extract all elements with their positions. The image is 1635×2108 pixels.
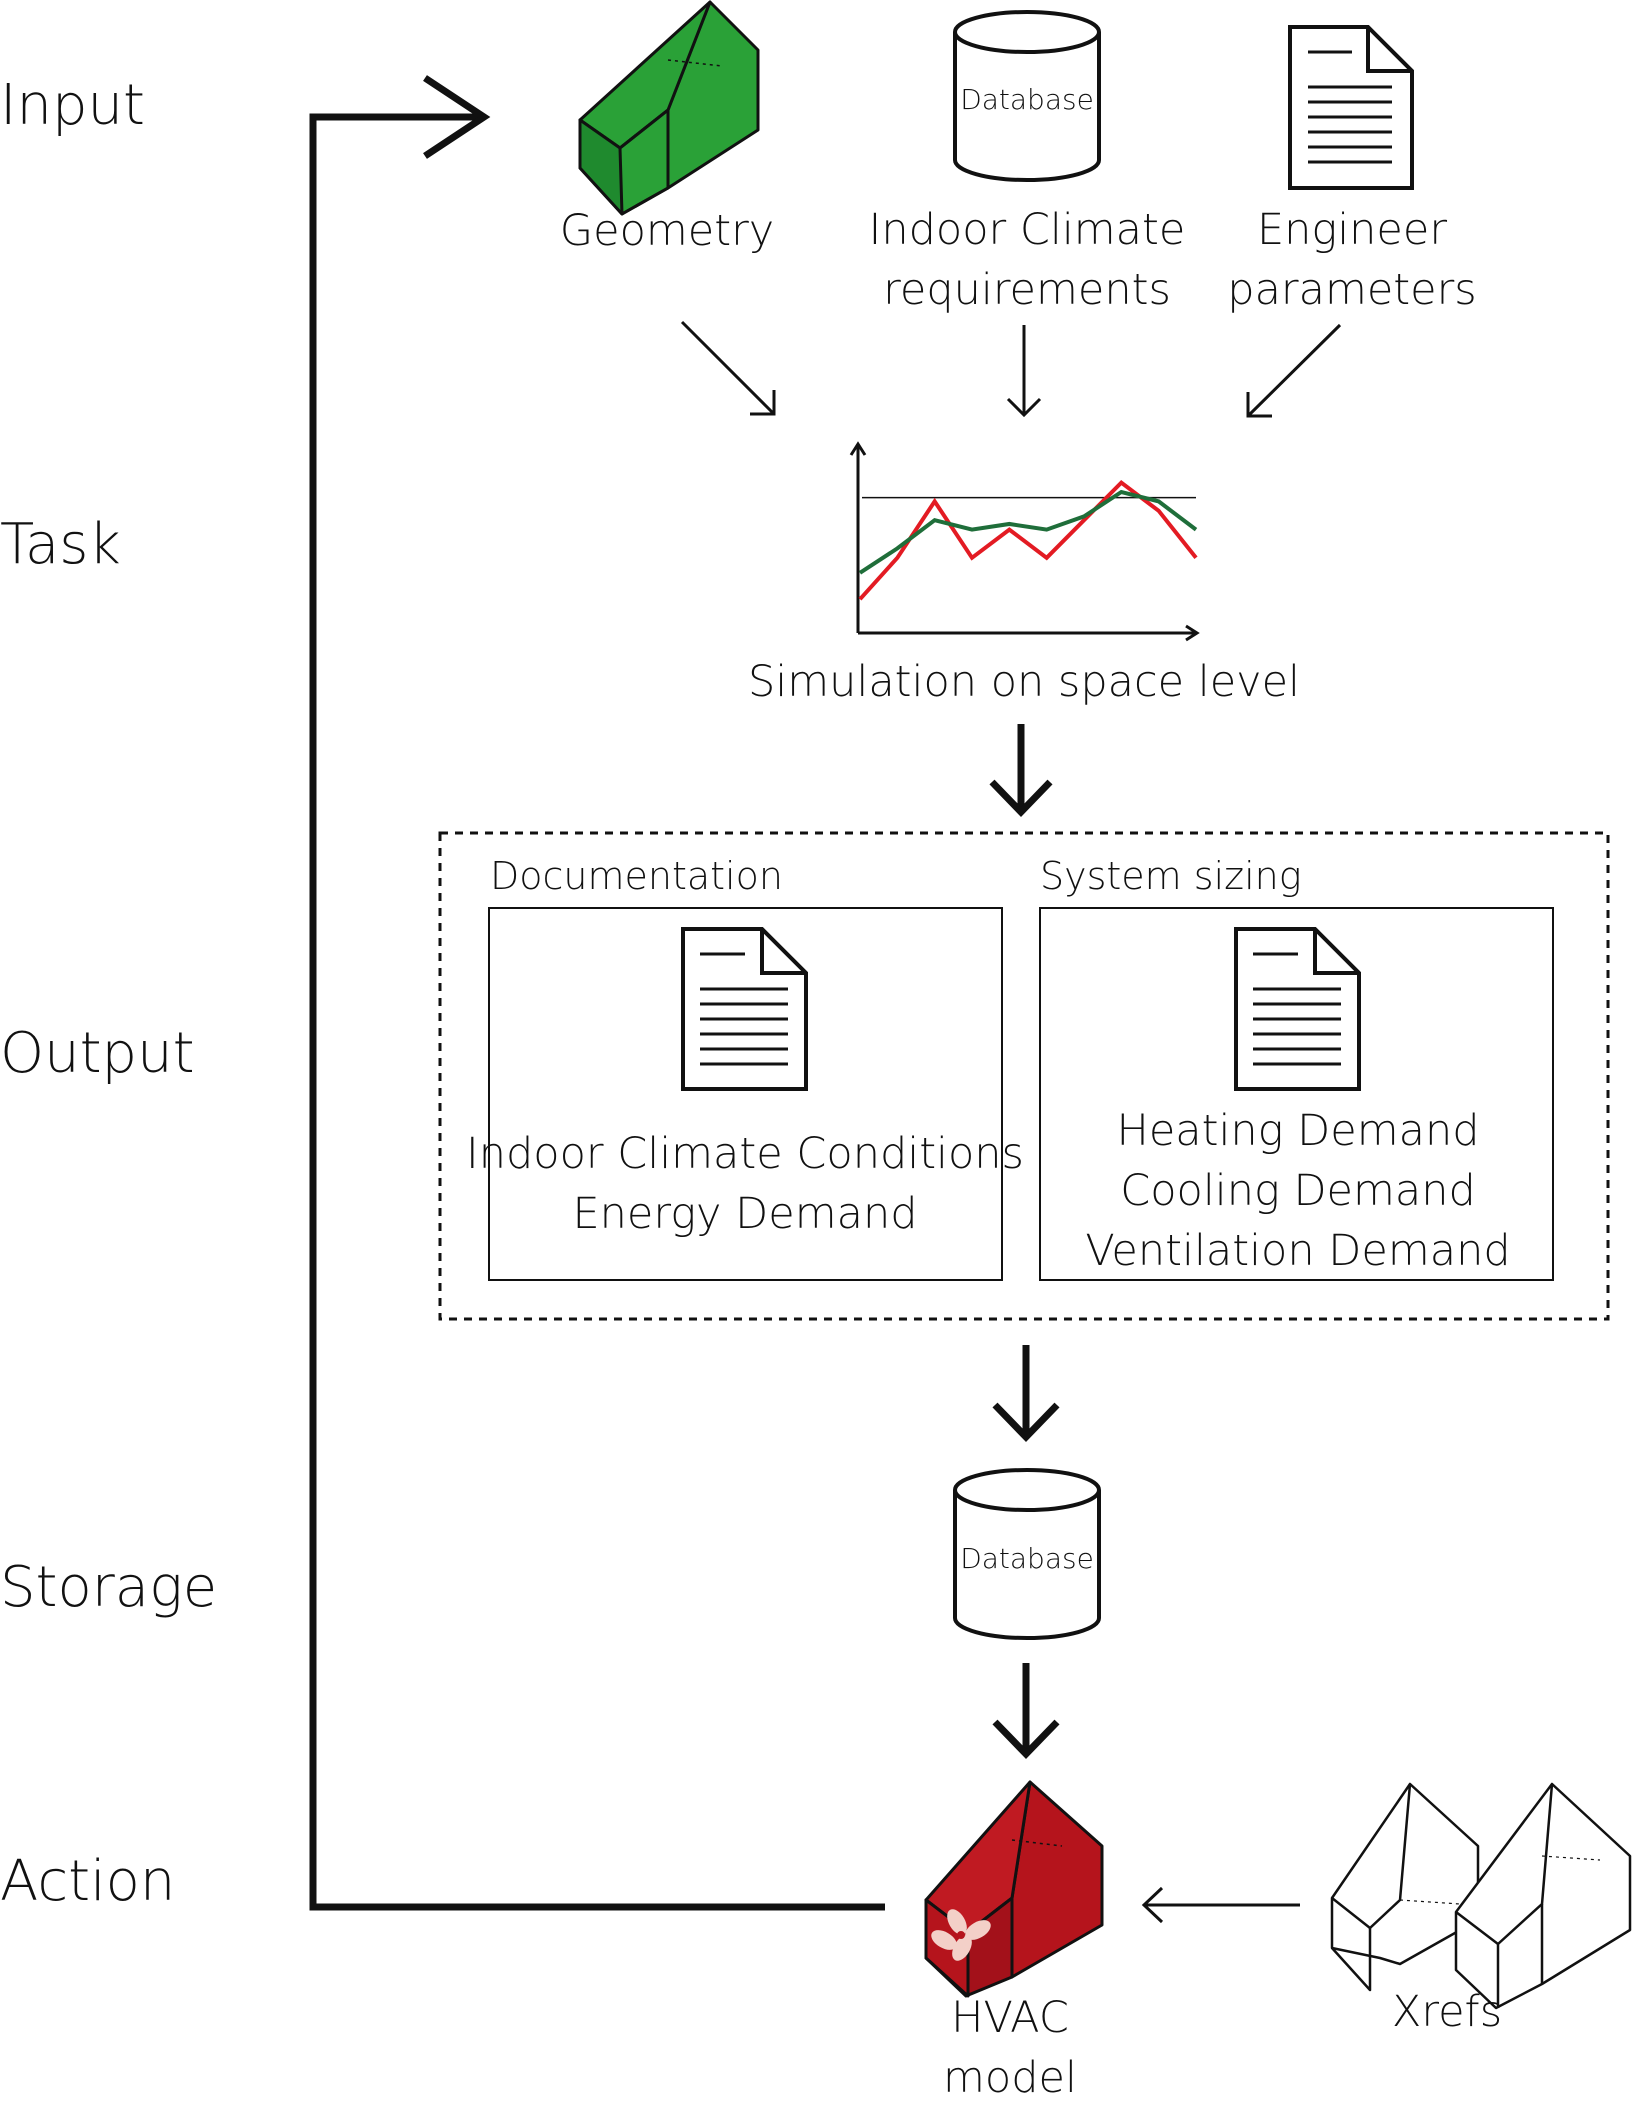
system-sizing-box xyxy=(1039,907,1554,1281)
xrefs-arrow xyxy=(1141,1886,1300,1924)
database-icon-label-input: Database xyxy=(960,83,1094,116)
row-label-output: Output xyxy=(0,1021,195,1086)
indoor-climate-line-1: Indoor Climate xyxy=(868,205,1186,255)
system-sizing-line-1: Heating Demand xyxy=(1116,1106,1480,1156)
hvac-line-1: HVAC xyxy=(951,1993,1069,2043)
row-label-task: Task xyxy=(0,512,121,577)
row-label-action: Action xyxy=(0,1849,176,1914)
chart-series-line-2 xyxy=(858,489,1198,575)
geometry-label: Geometry xyxy=(559,206,775,256)
row-label-input: Input xyxy=(0,73,146,138)
document-icon-documentation xyxy=(681,927,808,1091)
hvac-building-icon xyxy=(924,1780,1104,1998)
indoor-climate-line-2: requirements xyxy=(883,265,1171,316)
system-sizing-line-2: Cooling Demand xyxy=(1120,1166,1476,1217)
document-icon-system-sizing xyxy=(1234,927,1361,1091)
document-icon-engineer xyxy=(1288,25,1414,190)
fan-icon xyxy=(931,1909,991,1961)
input-arrows xyxy=(680,320,1342,418)
system-sizing-line-3: Ventilation Demand xyxy=(1085,1226,1511,1277)
documentation-text: Indoor Climate Conditions Energy Demand xyxy=(466,1124,1024,1244)
documentation-title: Documentation xyxy=(490,854,783,898)
documentation-box xyxy=(488,907,1003,1281)
row-label-storage: Storage xyxy=(0,1555,218,1620)
documentation-line-2: Energy Demand xyxy=(572,1189,918,1240)
system-sizing-title: System sizing xyxy=(1040,854,1302,898)
xrefs-label: Xrefs xyxy=(1391,1987,1503,2037)
documentation-line-1: Indoor Climate Conditions xyxy=(466,1129,1024,1179)
database-icon-label-storage: Database xyxy=(960,1542,1094,1575)
big-arrows xyxy=(989,724,1060,1760)
output-dashed-frame xyxy=(438,831,1610,1321)
hvac-line-2: model xyxy=(943,2053,1077,2104)
feedback-loop-arrow xyxy=(309,75,885,1911)
simulation-chart xyxy=(849,441,1200,642)
geometry-building-icon xyxy=(578,0,760,216)
engineer-line-2: parameters xyxy=(1227,265,1477,316)
database-icon-storage xyxy=(953,1468,1101,1640)
simulation-caption: Simulation on space level xyxy=(747,657,1301,707)
xrefs-building-icon xyxy=(1330,1782,1632,2010)
system-sizing-text: Heating Demand Cooling Demand Ventilatio… xyxy=(1085,1101,1510,1282)
database-icon-input xyxy=(953,10,1101,182)
indoor-climate-label: Indoor Climate requirements xyxy=(869,200,1186,320)
engineer-line-1: Engineer xyxy=(1256,205,1448,255)
engineer-parameters-label: Engineer parameters xyxy=(1227,200,1476,320)
hvac-model-label: HVAC model xyxy=(943,1988,1077,2108)
